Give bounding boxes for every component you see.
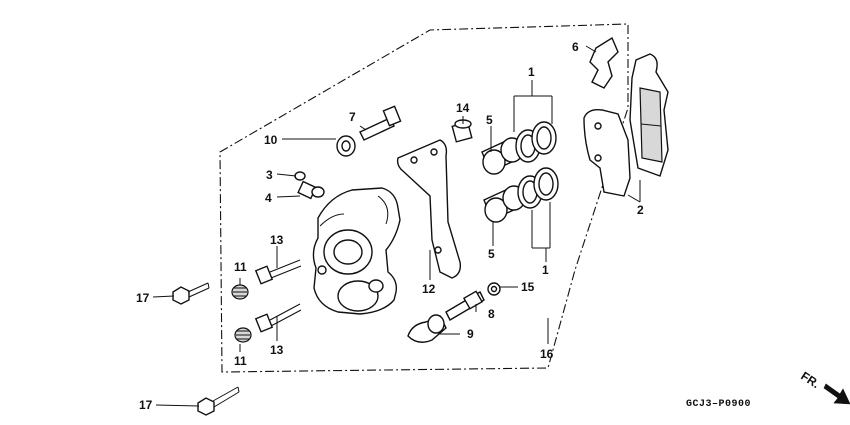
callout-6: 6 (572, 40, 579, 54)
callout-15: 15 (521, 280, 535, 294)
bushing-14 (451, 119, 473, 143)
piston-seal-set-upper (515, 121, 557, 163)
callout-10: 10 (264, 133, 278, 147)
bleeder-screw-8 (445, 290, 485, 321)
piston-seal-set-lower (517, 167, 559, 209)
bolt-17-upper (172, 282, 210, 305)
bolt-17-lower (197, 386, 240, 416)
callout-11-lower: 11 (234, 354, 247, 368)
bleed-screw-3 (294, 171, 306, 181)
bleeder-cap-9 (407, 314, 447, 343)
pin-bolt-13-upper (254, 259, 302, 285)
callout-8: 8 (488, 307, 495, 321)
callout-9: 9 (467, 327, 474, 341)
pin-bolt-13-lower (254, 303, 302, 333)
callout-13-lower: 13 (270, 343, 284, 357)
callout-16: 16 (540, 347, 554, 361)
callout-11-upper: 11 (234, 260, 247, 274)
pad-spring-bracket-12 (396, 139, 462, 279)
assembly-boundary (219, 23, 629, 373)
caliper-body (312, 187, 401, 315)
callout-1-bottom: 1 (542, 263, 549, 277)
diagram-code: GCJ3–P0900 (686, 399, 751, 410)
bleed-valve-4 (297, 180, 325, 200)
front-arrow-icon (823, 383, 850, 405)
callout-17-upper: 17 (136, 291, 150, 305)
callout-17-lower: 17 (139, 398, 153, 412)
callout-14: 14 (456, 101, 470, 115)
callout-5-upper: 5 (486, 113, 493, 127)
callout-5-lower: 5 (488, 247, 495, 261)
leader-lines (152, 45, 641, 407)
callout-12: 12 (422, 282, 436, 296)
pin-boot-11-upper (231, 284, 249, 300)
callout-2: 2 (637, 203, 644, 217)
front-label: FR. (798, 369, 822, 391)
callout-4: 4 (265, 191, 272, 205)
pad-pin-7 (359, 105, 402, 141)
callout-7: 7 (349, 110, 356, 124)
callout-3: 3 (266, 168, 273, 182)
pin-boot-11-lower (234, 327, 252, 343)
callout-1-top: 1 (528, 65, 535, 79)
washer-15 (487, 282, 501, 296)
callout-13-upper: 13 (270, 233, 284, 247)
washer-10 (336, 135, 356, 157)
brake-pad-outer (629, 53, 669, 177)
brake-pad-inner (583, 108, 631, 197)
front-direction-marker: FR. (798, 369, 850, 405)
pad-spring-6 (589, 36, 619, 89)
